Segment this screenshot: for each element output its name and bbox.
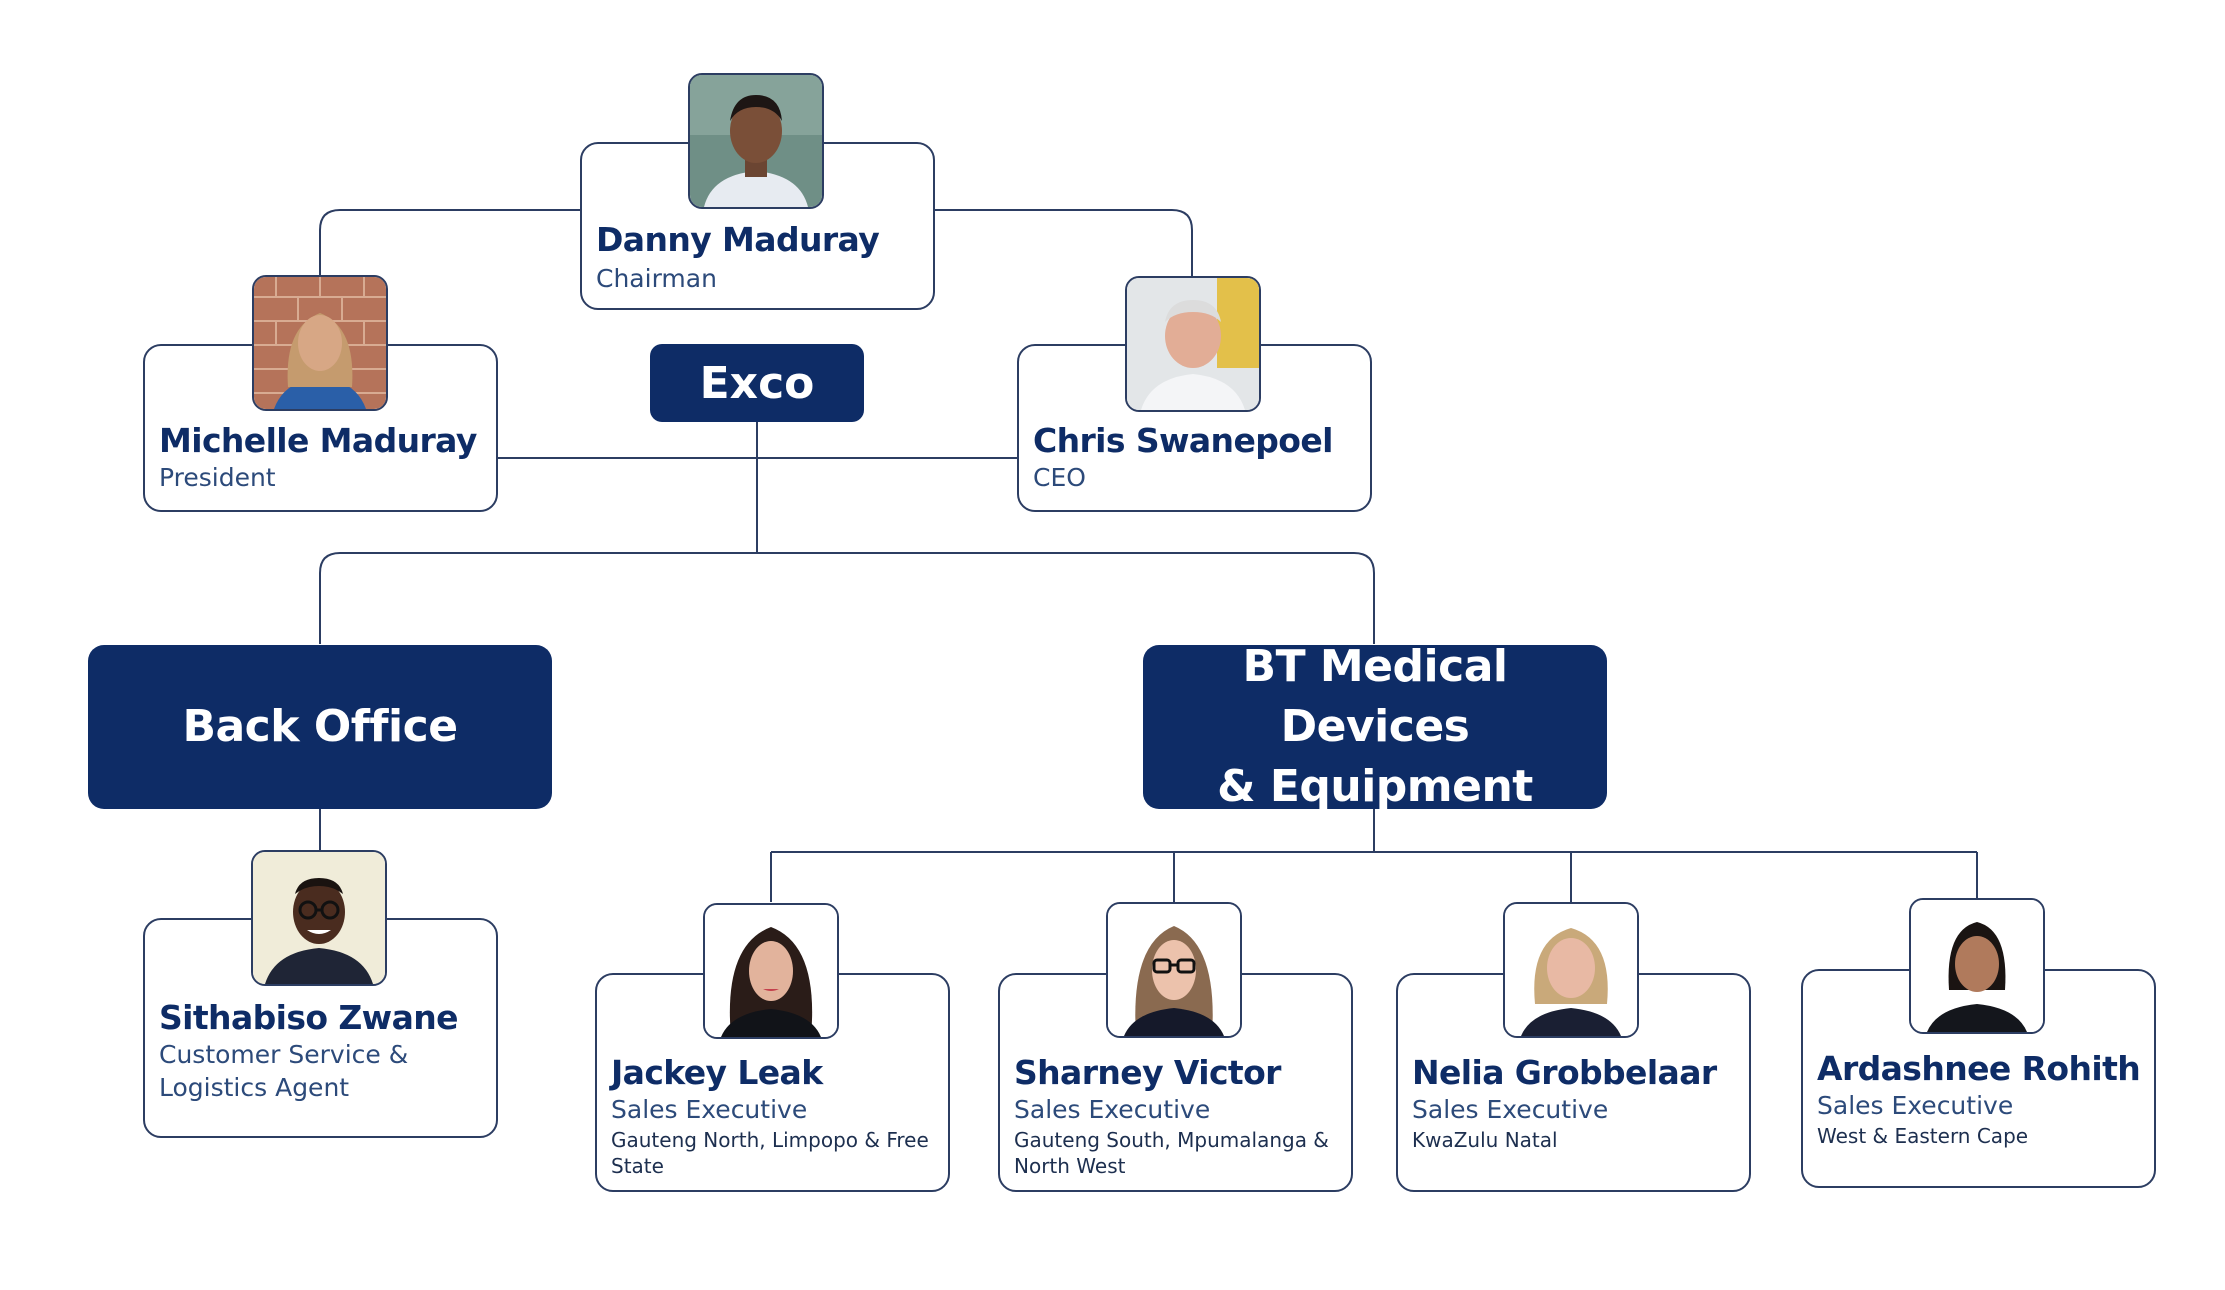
sales-exec-4-region: West & Eastern Cape [1817, 1124, 2029, 1148]
bt-medical-label: BT Medical Devices & Equipment [1143, 641, 1607, 812]
connector-departments [319, 552, 1375, 644]
sales-exec-2-name: Sharney Victor [1014, 1053, 1281, 1092]
bt-medical-label-line2: & Equipment [1217, 761, 1533, 812]
sales-exec-2-role: Sales Executive [1014, 1095, 1211, 1124]
chairman-photo [688, 73, 824, 209]
sales-exec-4-role: Sales Executive [1817, 1091, 2014, 1120]
sales-exec-2-region: Gauteng South, Mpumalanga & North West [1014, 1128, 1329, 1178]
sales-exec-3-photo [1503, 902, 1639, 1038]
ceo-role: CEO [1033, 463, 1086, 492]
sales-exec-1-name: Jackey Leak [611, 1053, 823, 1092]
sales-exec-4-photo [1909, 898, 2045, 1034]
chairman-name: Danny Maduray [596, 220, 880, 259]
sales-exec-4-name: Ardashnee Rohith [1817, 1049, 2141, 1088]
ceo-name: Chris Swanepoel [1033, 421, 1333, 460]
sales-exec-1-photo [703, 903, 839, 1039]
sales-exec-3-region: KwaZulu Natal [1412, 1128, 1558, 1152]
exco-label: Exco [650, 344, 864, 422]
connector-btmedical-staff [770, 808, 1978, 902]
connector-chairman-ceo [932, 209, 1193, 278]
sales-exec-2-photo [1106, 902, 1242, 1038]
back-office-staff-role: Customer Service & Logistics Agent [159, 1040, 409, 1102]
back-office-label: Back Office [88, 645, 552, 809]
ceo-photo [1125, 276, 1261, 412]
card-sales-exec-2: Sharney Victor Sales Executive Gauteng S… [998, 973, 1353, 1192]
sales-exec-1-role: Sales Executive [611, 1095, 808, 1124]
sales-exec-3-name: Nelia Grobbelaar [1412, 1053, 1717, 1092]
connector-chairman-president [319, 209, 580, 278]
president-name: Michelle Maduray [159, 421, 477, 460]
chairman-role: Chairman [596, 264, 717, 293]
back-office-staff-photo [251, 850, 387, 986]
president-role: President [159, 463, 276, 492]
sales-exec-3-role: Sales Executive [1412, 1095, 1609, 1124]
back-office-staff-name: Sithabiso Zwane [159, 998, 459, 1037]
sales-exec-1-region: Gauteng North, Limpopo & Free State [611, 1128, 929, 1178]
bt-medical-label-line1: BT Medical Devices [1242, 641, 1508, 752]
card-sales-exec-4: Ardashnee Rohith Sales Executive West & … [1801, 969, 2156, 1188]
president-photo [252, 275, 388, 411]
